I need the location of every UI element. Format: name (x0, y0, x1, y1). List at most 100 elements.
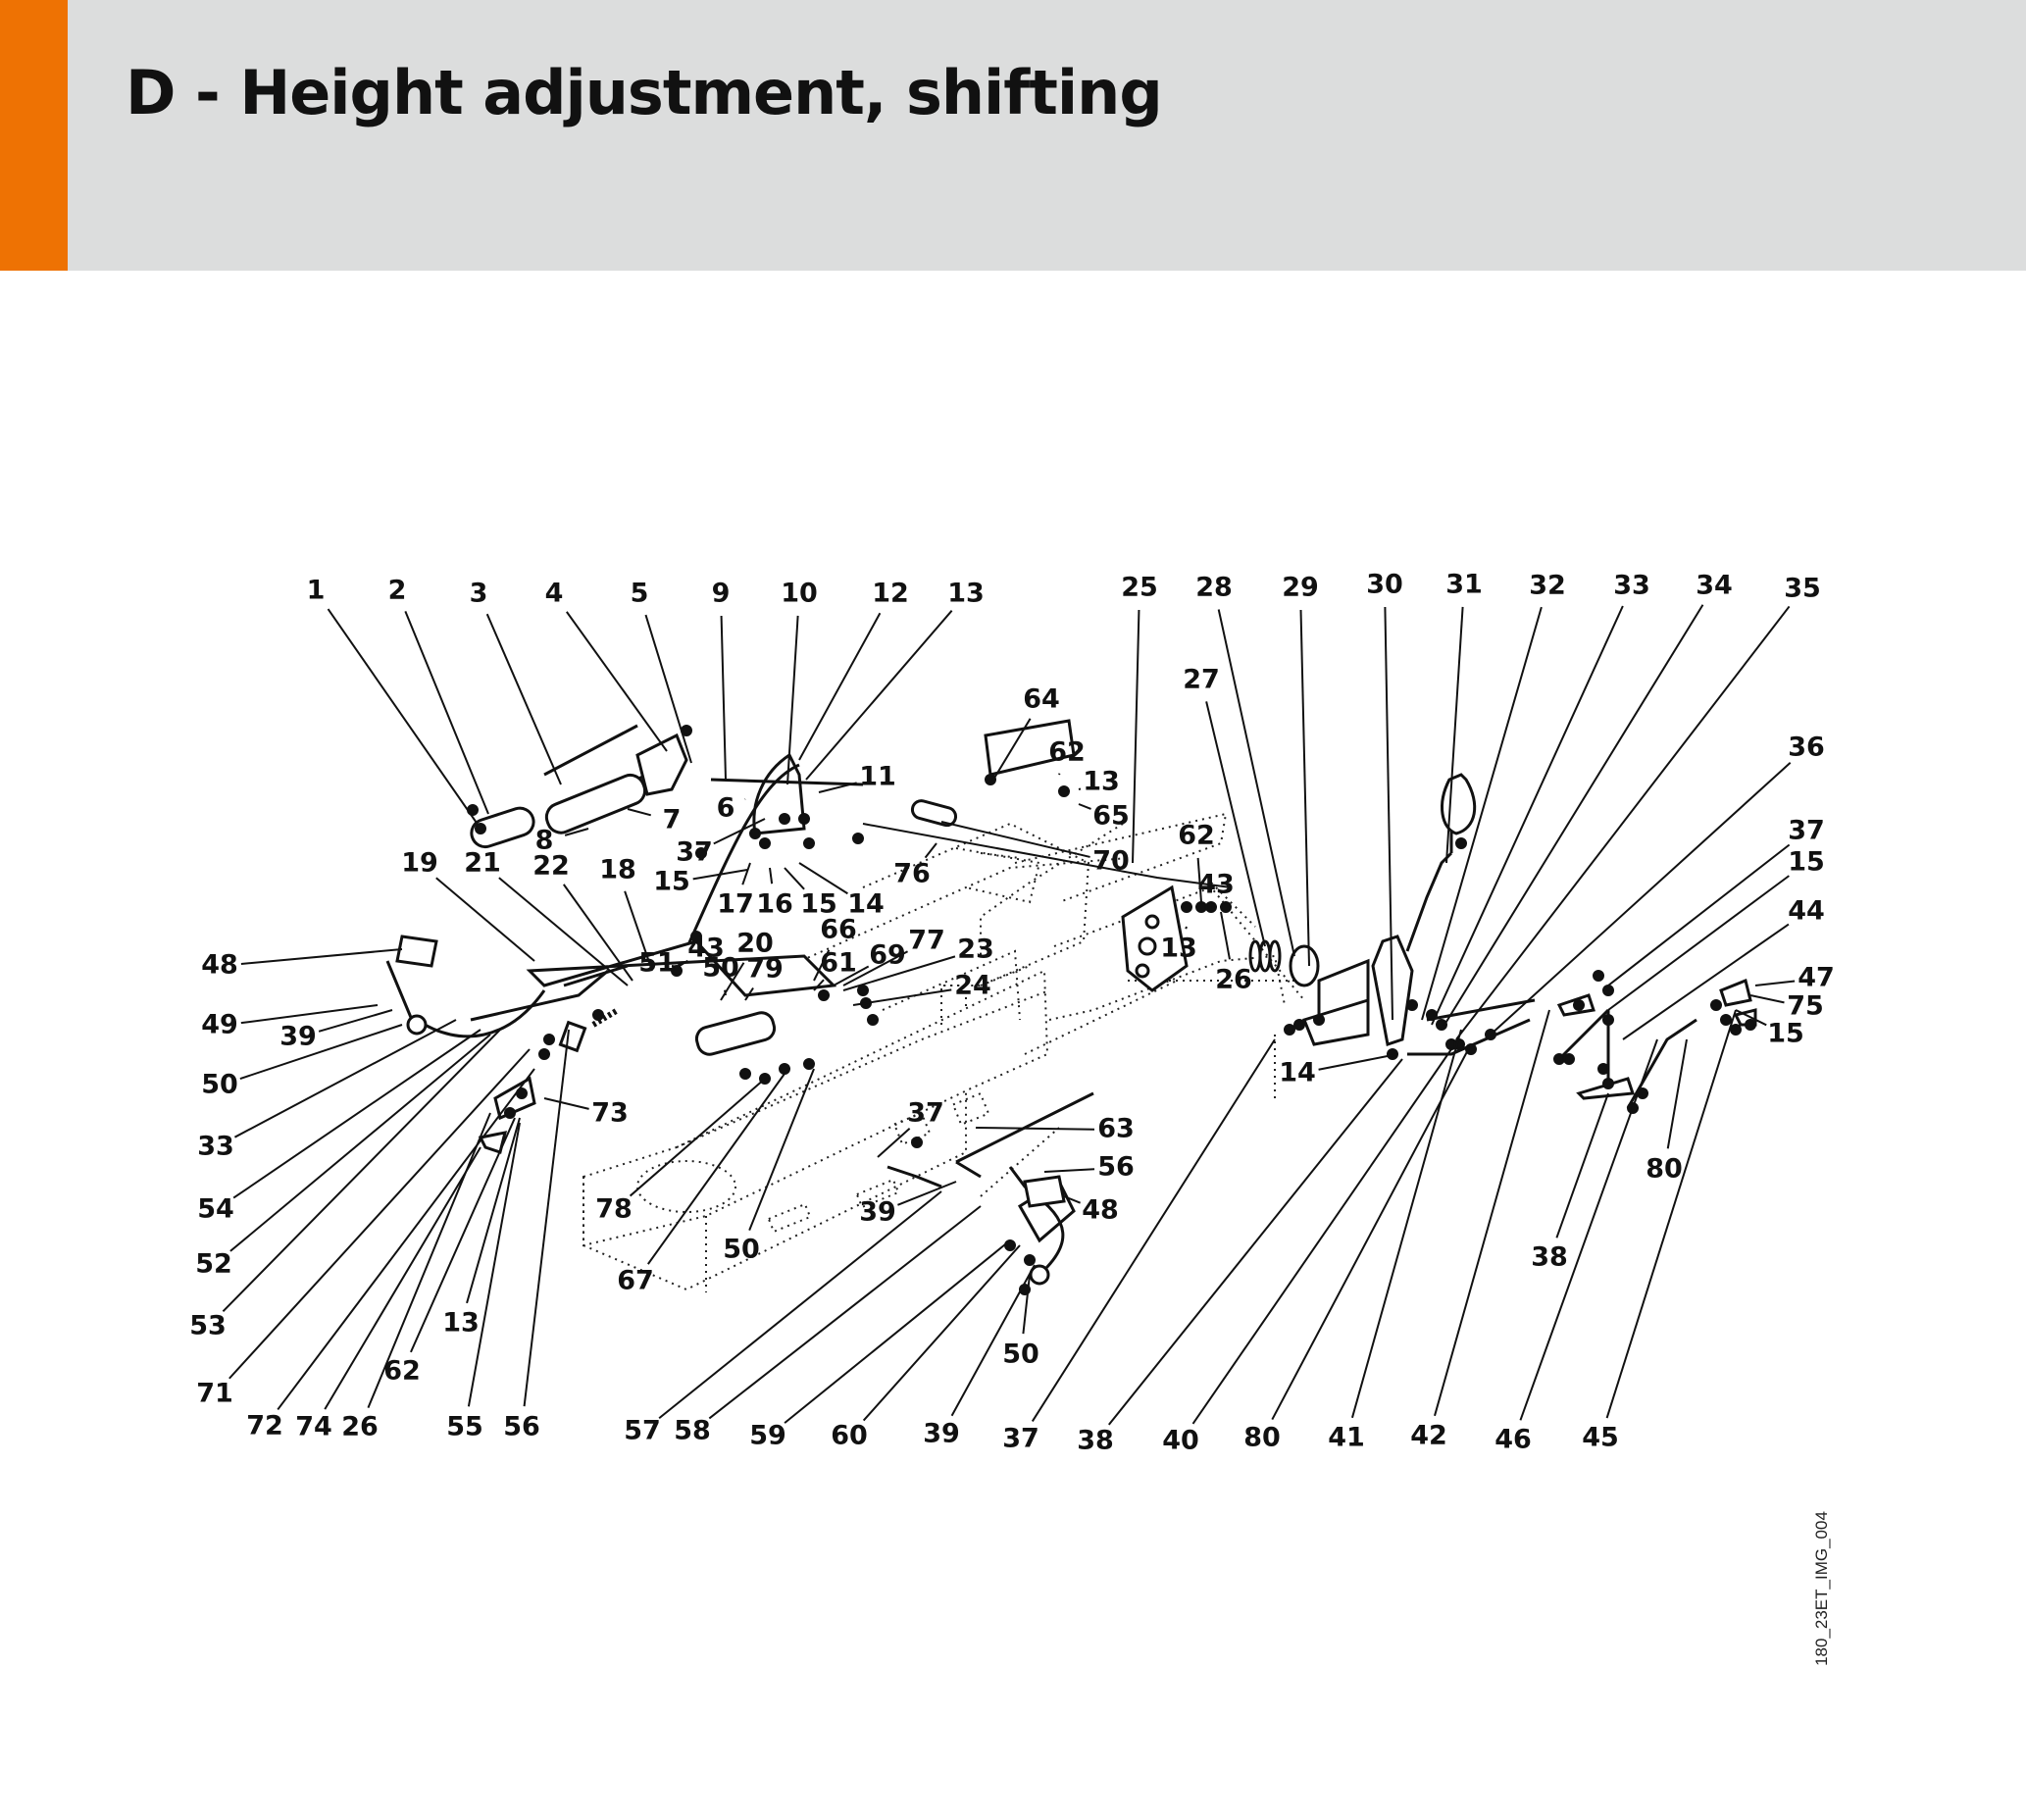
leader-line-5 (644, 614, 692, 764)
leader-line-28 (1217, 609, 1295, 957)
callout-37: 37 (1788, 816, 1825, 846)
callout-50: 50 (702, 953, 739, 984)
callout-20: 20 (736, 929, 774, 959)
fastener-part (739, 1068, 751, 1080)
leader-line-27 (1205, 701, 1266, 947)
clevis-part (1719, 978, 1752, 1007)
callout-8: 8 (535, 826, 554, 856)
fastener-part (779, 1063, 790, 1075)
callout-61: 61 (820, 948, 857, 979)
fastener-part (1730, 1024, 1742, 1036)
leader-line-61 (813, 979, 825, 991)
callout-79: 79 (746, 954, 784, 985)
fastener-part (818, 989, 830, 1001)
leader-line-31 (1445, 606, 1464, 864)
callout-65: 65 (1092, 801, 1130, 832)
fastener-part (1220, 901, 1232, 913)
callout-37: 37 (907, 1098, 944, 1129)
leader-line-37 (1607, 843, 1791, 986)
leader-line-25 (1132, 609, 1140, 864)
rod-part (886, 1165, 942, 1188)
leader-line-50 (724, 989, 727, 996)
callout-53: 53 (189, 1311, 227, 1341)
leader-line-56 (523, 1029, 570, 1407)
callout-59: 59 (749, 1421, 786, 1451)
frame-slot (767, 1202, 812, 1234)
callout-18: 18 (599, 855, 636, 885)
callout-80: 80 (1243, 1423, 1281, 1453)
fastener-part (538, 1048, 550, 1060)
plate-hole (1144, 914, 1160, 930)
callout-37: 37 (676, 837, 713, 868)
callout-13: 13 (442, 1308, 480, 1339)
frame-outline (582, 1088, 967, 1291)
callout-32: 32 (1529, 571, 1566, 601)
callout-16: 16 (756, 889, 793, 920)
leader-line-67 (647, 1073, 785, 1265)
fastener-part (1004, 1239, 1016, 1251)
foot-pad (395, 935, 438, 968)
leader-line-44 (1622, 923, 1790, 1040)
leader-line-74 (324, 1146, 481, 1410)
leader-line-52 (229, 1034, 491, 1252)
foot-pad (1023, 1175, 1066, 1208)
fastener-part (857, 985, 869, 996)
leader-line-1 (327, 608, 480, 827)
plate-hole (1135, 963, 1150, 979)
pedal-shaft (470, 969, 609, 1022)
link-rod (563, 964, 629, 987)
callout-51: 51 (638, 948, 676, 979)
fastener-part (1195, 901, 1207, 913)
frame-outline (882, 949, 1021, 1021)
fastener-part (852, 833, 864, 844)
frame-outline (980, 965, 1031, 986)
fastener-part (592, 1009, 604, 1021)
lever-bar (543, 724, 638, 777)
leader-line-42 (1434, 1009, 1550, 1417)
leader-line-41 (1350, 1029, 1462, 1419)
fastener-part (1593, 970, 1604, 982)
leader-line-63 (975, 1127, 1095, 1131)
fastener-part (695, 847, 707, 859)
frame-outline (1053, 885, 1305, 1001)
page-title: D - Height adjustment, shifting (126, 57, 1163, 128)
leader-line-55 (467, 1122, 521, 1407)
spring-coil (1268, 939, 1282, 973)
leader-line-75 (1749, 994, 1785, 1004)
callout-3: 3 (470, 579, 488, 609)
callout-13: 13 (1160, 934, 1197, 964)
callout-21: 21 (464, 848, 501, 879)
callout-24: 24 (954, 971, 991, 1001)
callout-2: 2 (388, 576, 407, 606)
fastener-part (749, 828, 761, 839)
callout-31: 31 (1445, 570, 1483, 600)
leader-line-13 (805, 610, 953, 781)
callout-71: 71 (196, 1379, 233, 1409)
spring-part (591, 1007, 620, 1028)
leader-line-14 (1318, 1053, 1398, 1071)
fastener-part (911, 1137, 923, 1148)
callout-77: 77 (908, 926, 945, 956)
callout-44: 44 (1788, 896, 1825, 927)
leader-line-12 (798, 612, 882, 761)
callout-23: 23 (957, 935, 994, 965)
callout-49: 49 (201, 1010, 238, 1040)
leader-line-49 (240, 1004, 379, 1025)
callout-56: 56 (1097, 1152, 1135, 1183)
frame-outline (676, 989, 1050, 1148)
leader-line-26 (367, 1112, 491, 1409)
leader-line-72 (277, 1068, 535, 1411)
shaft-tube (694, 1011, 777, 1056)
frame-outline (582, 969, 1049, 1247)
fastener-part (1455, 837, 1467, 849)
fastener-part (1024, 1254, 1036, 1266)
leader-line-50 (239, 1024, 403, 1080)
callout-29: 29 (1282, 573, 1319, 603)
leader-line-76 (924, 842, 937, 859)
leader-line-33 (233, 1019, 457, 1138)
frame-outline (1024, 980, 1178, 1055)
callout-36: 36 (1788, 733, 1825, 763)
callout-62: 62 (1048, 737, 1086, 768)
callout-25: 25 (1121, 573, 1158, 603)
callout-78: 78 (595, 1194, 633, 1225)
